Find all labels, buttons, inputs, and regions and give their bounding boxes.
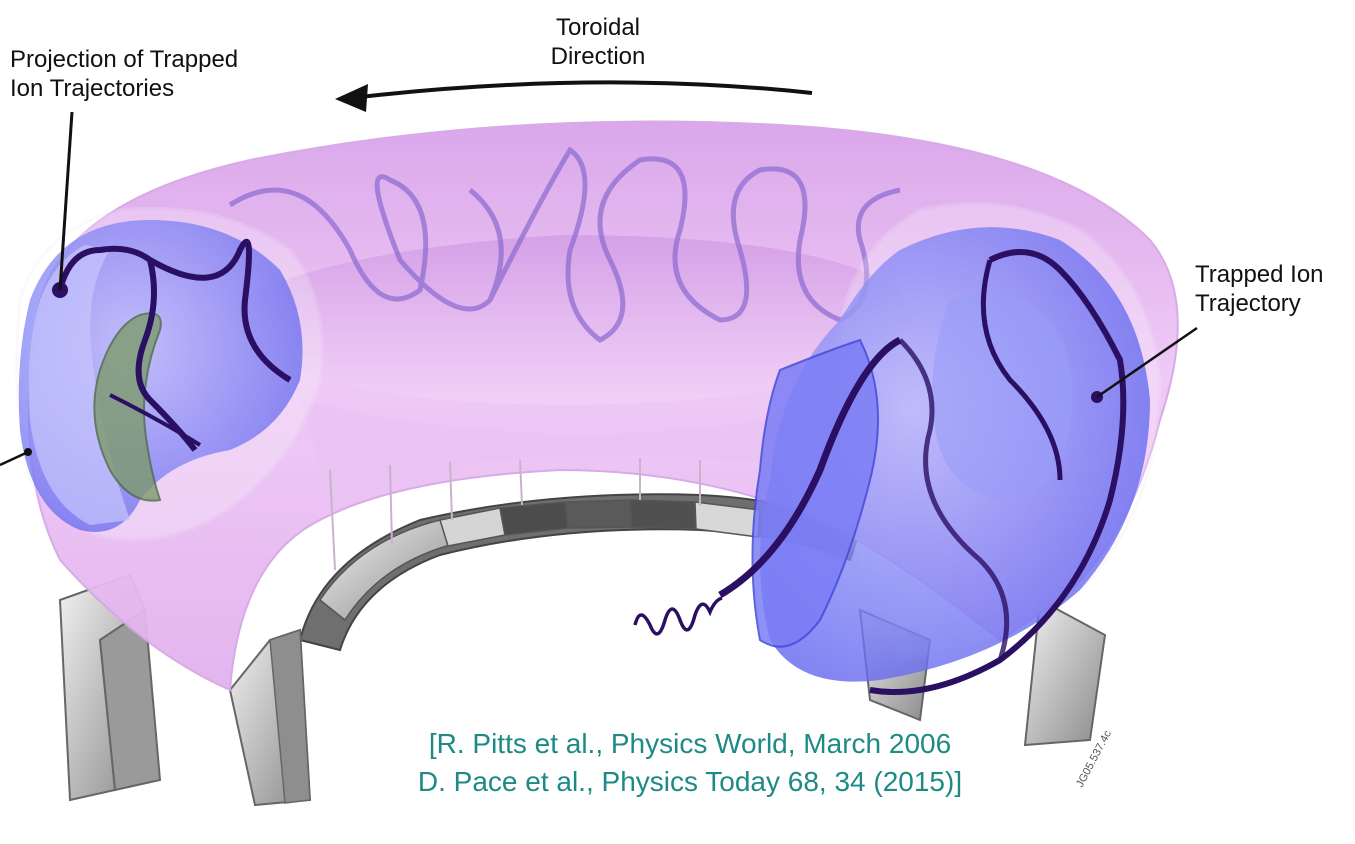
citation-line2: D. Pace et al., Physics Today 68, 34 (20… bbox=[300, 763, 1080, 801]
trapped-ion-label: Trapped Ion Trajectory bbox=[1195, 260, 1345, 318]
citation: [R. Pitts et al., Physics World, March 2… bbox=[300, 725, 1080, 801]
gyration-spiral bbox=[635, 598, 722, 634]
toroidal-label-line2: Direction bbox=[528, 42, 668, 71]
trapped-label-line2: Trajectory bbox=[1195, 289, 1345, 318]
left-edge-marker bbox=[24, 448, 32, 456]
toroidal-label-line1: Toroidal bbox=[528, 13, 668, 42]
trapped-label-line1: Trapped Ion bbox=[1195, 260, 1345, 289]
toroidal-direction-label: Toroidal Direction bbox=[528, 13, 668, 71]
projection-label-line1: Projection of Trapped bbox=[10, 45, 310, 74]
projection-label: Projection of Trapped Ion Trajectories bbox=[10, 45, 310, 103]
projection-label-line2: Ion Trajectories bbox=[10, 74, 310, 103]
toroidal-arrow bbox=[335, 82, 812, 112]
citation-line1: [R. Pitts et al., Physics World, March 2… bbox=[300, 725, 1080, 763]
